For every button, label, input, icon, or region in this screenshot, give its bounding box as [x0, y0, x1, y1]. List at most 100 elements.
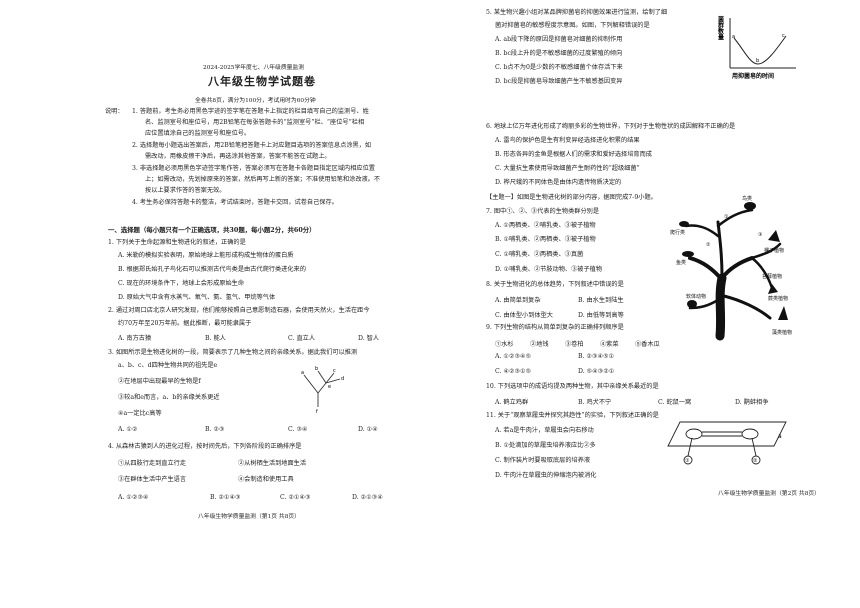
q6-option-d: D. 桦尺蛾的不同体色是由体内遗传物质决定的 — [495, 179, 622, 186]
q1-option-d: D. 原始大气中含有水蒸气、氧气、氨、氢气、甲烷等气体 — [118, 294, 276, 301]
evolution-tree-figure: a b c d e f — [301, 366, 344, 415]
q8-option-d: D. 由低等到高等 — [578, 312, 624, 319]
q4-option-b: B. ②①④③ — [210, 494, 241, 501]
q5-stem: 菌对抑菌皂的敏感程度示意图。如图，下列解释错误的是 — [495, 22, 650, 29]
q5-option-b: B. bc段上升的是不敏感细菌的过度繁殖的倾向 — [495, 50, 623, 57]
tree-label-fern: 蕨类植物 — [768, 295, 788, 302]
footer-left: 八年级生物学质量监测（第1页 共8页） — [198, 514, 300, 520]
section-heading: 一、选择题（每小题只有一个正确选项，共30题，每小题2分，共60分） — [108, 226, 316, 234]
q11-stem: 11. 关于“观察草履虫并探究其趋性”的实验，下列叙述正确的是 — [486, 412, 659, 419]
q3-option-b: B. ②③ — [205, 426, 225, 433]
q5-option-d: D. bc段是抑菌皂导致细菌产生不敏感基因变异 — [495, 78, 623, 85]
fig-label-f: f — [316, 409, 318, 415]
q11-option-d: D. 牛肉汁在草履虫的伸缩泡内被消化 — [495, 472, 597, 479]
bacteria-curve-figure: 菌群数量 a b c 用抑菌皂的时间 — [717, 15, 796, 80]
q5-option-c: C. b点不为0是少数的不敏感细菌个体存活下来 — [495, 64, 623, 71]
q4-option-c: C. ②①④③ — [280, 494, 311, 501]
paramecium-slide-figure: ① ② a — [667, 421, 787, 465]
fig-label-a: a — [301, 370, 304, 376]
q9-item: ③卷柏 — [565, 341, 584, 348]
instruction-line: 4. 考生务必保持答题卡的整洁，考试结束时，答题卡交回，试卷自己保存。 — [132, 199, 338, 206]
q10-option-c: C. 蛇鼠一窝 — [658, 399, 692, 406]
q6-option-a: A. 雷鸟的保护色是生有利变异经选择进化积累的结果 — [495, 137, 640, 144]
q10-option-d: D. 鹬蚌相争 — [735, 399, 769, 406]
slide-label-2: ② — [753, 458, 758, 464]
q1-stem: 1. 下列关于生命起源和生物进化的叙述，正确的是 — [108, 239, 246, 246]
instruction-line: 需改动，用橡皮擦干净后，再选涂其他答案，答案不能答在试题上。 — [145, 153, 331, 160]
q5-stem: 5. 某生物兴趣小组对某品牌抑菌皂的抑菌效果进行监测，绘制了细 — [486, 9, 668, 16]
q9-option-b: B. ②③④⑤① — [578, 353, 615, 360]
tree-label-algae: 藻类植物 — [772, 329, 792, 336]
fig-label-c: c — [333, 368, 336, 374]
tree-label-mollusc: 软体动物 — [686, 293, 706, 300]
fig-point-a: a — [732, 34, 735, 40]
tree-label-moss: 苔藓植物 — [762, 273, 782, 280]
q3-option-c: C. ③④ — [288, 426, 308, 433]
q6-option-b: B. 形态各异的金鱼是根据人们的需求和爱好选择培育而成 — [495, 151, 652, 158]
q1-option-c: C. 现在的环境条件下，地球上会形成原始生命 — [118, 280, 245, 287]
q9-item: ⑤香木瓜 — [635, 341, 660, 348]
q7-option-a: A. ①两栖类、②哺乳类、③被子植物 — [495, 222, 596, 229]
fig-label-b: b — [315, 366, 318, 372]
q4-item: ③在群体生活中产生语言 — [118, 476, 187, 483]
q5-option-a: A. ab段下降的原因是抑菌皂对细菌的抑制作用 — [495, 36, 623, 43]
q2-option-c: C. 直立人 — [288, 335, 316, 342]
tree-label-bird: 鸟类 — [742, 195, 752, 202]
q4-item: ④会制造和使用工具 — [238, 476, 294, 483]
q3-item: ②在地层中出现最早的生物是f — [118, 378, 201, 385]
q2-option-d: D. 智人 — [358, 335, 380, 342]
q11-option-b: B. ①处滴加的草履虫培养液应比②多 — [495, 442, 596, 449]
fig-xlabel: 用抑菌皂的时间 — [731, 72, 774, 80]
q9-option-d: D. ⑤④③②① — [578, 368, 615, 375]
q9-item: ④紫菜 — [600, 341, 619, 348]
q7-option-c: C. ①哺乳类、②两栖类、③真菌 — [495, 251, 584, 258]
fig-label-e: e — [328, 384, 331, 390]
q4-stem: 4. 从森林古猿到人的进化过程，按时间先后，下列各阶段的正确排序是 — [108, 443, 302, 450]
fig-point-c: c — [782, 33, 785, 39]
q3-item: ④a一定比c高等 — [118, 410, 162, 417]
fig-ylabel: 菌群数量 — [717, 15, 725, 41]
slide-label-1: ① — [685, 458, 690, 464]
tree-label-fish: 鱼类 — [676, 259, 686, 266]
fig-point-b: b — [756, 58, 759, 64]
q3-stem: 3. 如图所示是生物进化树的一段，简要表示了几种生物之间的亲缘关系。据此我们可以… — [108, 349, 358, 356]
q9-item: ①水杉 — [495, 341, 514, 348]
q6-stem: 6. 地球上亿万年进化形成了绚丽多彩的生物世界，下列对于生物性状的成因解释不正确… — [486, 123, 736, 130]
q10-option-b: B. 鸡犬不宁 — [578, 399, 612, 406]
q8-option-c: C. 由体型小到体型大 — [495, 312, 553, 319]
q10-option-a: A. 鹤立鸡群 — [495, 399, 529, 406]
q4-option-d: D. ②①③④ — [352, 494, 383, 501]
instruction-line: 按以上要求作答的答案无效。 — [145, 187, 226, 194]
q2-stem: 2. 通过对周口店北京人研究发现，他们能够按照自己意愿制造石器，会使用天然火，生… — [108, 307, 370, 314]
instruction-line: 应位置填涂自己的监测室号和座位号。 — [145, 130, 251, 137]
instruction-line: 1. 答题前，考生务必用黑色字迹的签字笔在答题卡上指定的栏目填写自己的监测号、姓 — [132, 108, 369, 115]
instruction-line: 3. 非选择题必须用黑色字迹签字笔作答，答案必须写在答题卡各题目指定区域内相应位… — [132, 165, 375, 172]
q1-option-a: A. 米勒的模拟实验表明，原始地球上能形成构成生物体的蛋白质 — [118, 252, 294, 259]
theme-heading: 【主题一】如图是生物进化树的部分内容，据图完成7-9小题。 — [486, 194, 657, 201]
q7-option-d: D. ①哺乳类、②节肢动物、③被子植物 — [495, 266, 603, 273]
fig-label-d: d — [341, 376, 344, 382]
page-2: 5. 某生物兴趣小组对某品牌抑菌皂的抑菌效果进行监测，绘制了细 菌对抑菌皂的敏感… — [430, 0, 850, 608]
q11-option-c: C. 制作装片时要吸取底层的培养液 — [495, 457, 591, 464]
q4-item: ①从四肢行走到直立行走 — [118, 460, 187, 467]
q1-option-b: B. 根据郑氏始孔子鸟化石可以推测古代鸟类是由古代爬行类进化来的 — [118, 266, 306, 273]
q9-stem: 9. 下列生物的结构从简单到复杂的正确排列顺序是 — [486, 324, 624, 331]
q4-option-a: A. ①②③④ — [118, 494, 149, 501]
exam-meta: 全卷共8页，满分为100分，考试用时为60分钟 — [195, 98, 316, 104]
q6-option-c: C. 大量抗生素使用导致细菌产生耐药性的“超级细菌” — [495, 165, 640, 172]
q3-option-d: D. ①④ — [358, 426, 378, 433]
q8-stem: 8. 关于生物进化的总体趋势，下列叙述中错误的是 — [486, 281, 624, 288]
year-line: 2024-2025学年度七、八年级质量监测 — [203, 65, 305, 71]
q9-option-a: A. ①②③④⑤ — [495, 353, 532, 360]
footer-right: 八年级生物学质量监测（第2页 共8页） — [718, 491, 820, 497]
q8-option-a: A. 由简单到复杂 — [495, 297, 541, 304]
phylogenetic-tree-figure: 鸟类 爬行类 鱼类 软体动物 裸子植物 苔藓植物 蕨类植物 藻类植物 ① ② ③ — [670, 195, 792, 341]
q2-option-a: A. 南方古猿 — [118, 335, 152, 342]
tree-label-n2: ② — [706, 242, 711, 248]
instructions-label: 说明： — [105, 108, 124, 115]
tree-label-gymno: 裸子植物 — [764, 247, 784, 254]
slide-label-a: a — [778, 433, 782, 440]
q9-option-c: C. ④②③①⑤ — [495, 368, 532, 375]
q3-option-a: A. ①② — [118, 426, 138, 433]
q11-option-a: A. 若a是牛肉汁，草履虫会向右移动 — [495, 427, 594, 434]
